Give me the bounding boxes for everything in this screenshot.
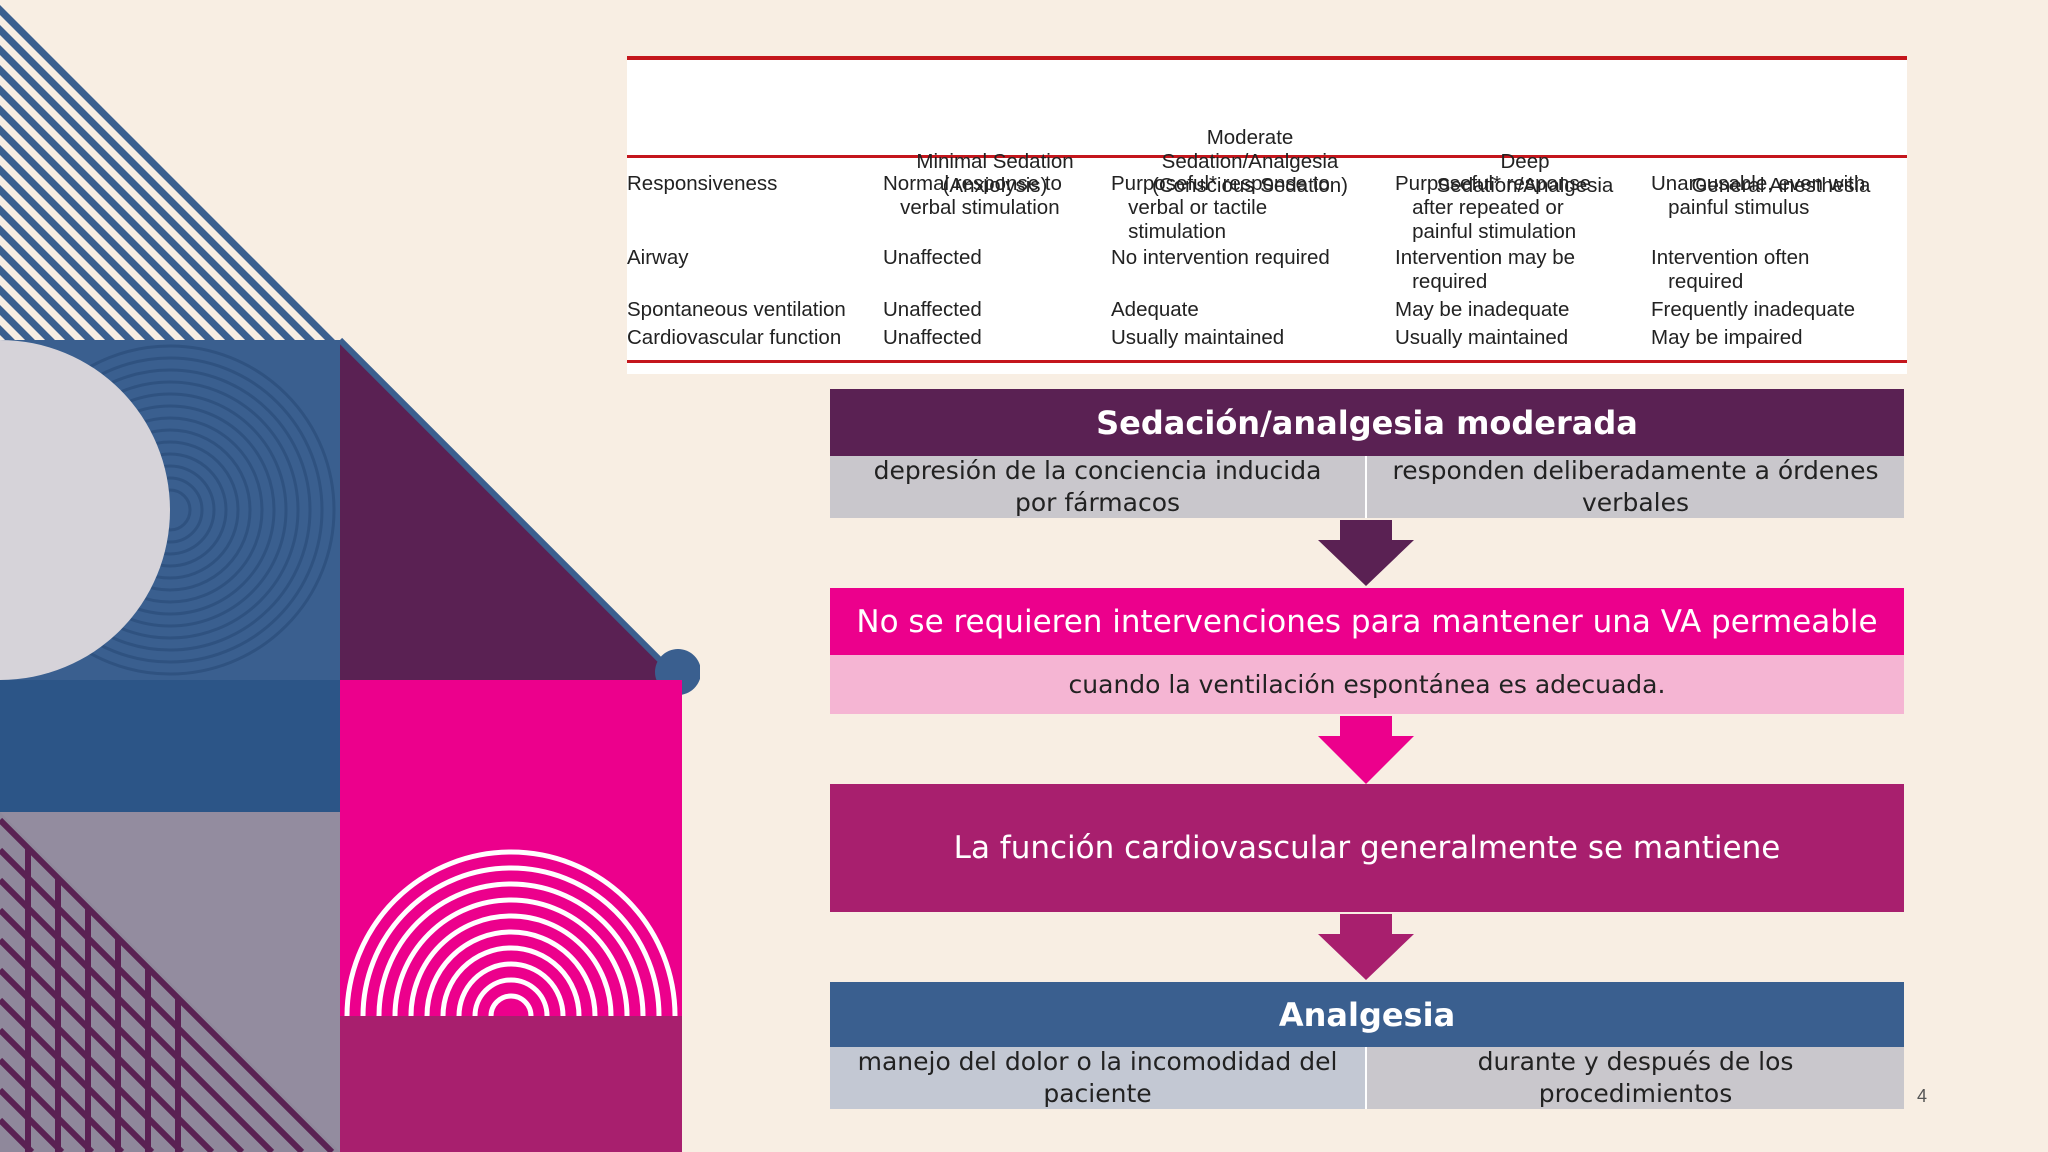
table-cell: Purposeful* response to verbal or tactil… xyxy=(1111,172,1330,243)
airway-sub-box: cuando la ventilación espontánea es adec… xyxy=(830,655,1904,714)
header-moderate-text: Moderate Sedation/Analgesia (Conscious S… xyxy=(1152,126,1348,197)
header-minimal-text: Minimal Sedation (Anxiolysis) xyxy=(916,150,1074,197)
sedation-left-text: depresión de la conciencia inducida por … xyxy=(873,456,1322,517)
table-cell: Unaffected xyxy=(883,298,982,321)
table-cell: May be impaired xyxy=(1651,326,1803,349)
table-cell: May be inadequate xyxy=(1395,298,1570,321)
header-deep-text: Deep Sedation/Analgesia xyxy=(1436,150,1614,197)
airway-title: No se requieren intervenciones para mant… xyxy=(856,603,1878,640)
header-minimal: Minimal Sedation (Anxiolysis) xyxy=(885,76,1105,208)
arrow-down-icon xyxy=(1318,716,1414,784)
table-cell: Intervention may be required xyxy=(1395,246,1576,293)
table-top-rule xyxy=(627,56,1907,60)
table-cell: Intervention often required xyxy=(1651,246,1810,293)
airway-sub-text: cuando la ventilación espontánea es adec… xyxy=(1068,669,1666,699)
analgesia-left-text: manejo del dolor o la incomodidad del pa… xyxy=(857,1047,1338,1108)
analgesia-title-box: Analgesia xyxy=(830,982,1904,1047)
sedation-title: Sedación/analgesia moderada xyxy=(1096,403,1638,442)
arrow-down-icon xyxy=(1318,914,1414,980)
row-label: Responsiveness xyxy=(627,172,778,195)
header-deep: Deep Sedation/Analgesia xyxy=(1395,76,1655,208)
table-cell: No intervention required xyxy=(1111,246,1330,269)
row-label: Cardiovascular function xyxy=(627,326,842,349)
sedation-right-text: responden deliberadamente a órdenes verb… xyxy=(1392,456,1879,517)
row-label: Airway xyxy=(627,246,689,269)
airway-title-box: No se requieren intervenciones para mant… xyxy=(830,588,1904,655)
analgesia-title: Analgesia xyxy=(1278,995,1456,1034)
table-header-rule xyxy=(627,155,1907,158)
analgesia-right-text: durante y después de los procedimientos xyxy=(1477,1047,1794,1108)
sedation-left-box: depresión de la conciencia inducida por … xyxy=(830,456,1367,518)
cardio-box: La función cardiovascular generalmente s… xyxy=(830,784,1904,912)
navy-band xyxy=(0,680,340,812)
berry-block xyxy=(340,1016,682,1152)
header-general-text: General Anesthesia xyxy=(1691,174,1871,197)
table-cell: Frequently inadequate xyxy=(1651,298,1856,321)
table-cell: Unaffected xyxy=(883,326,982,349)
sedation-title-box: Sedación/analgesia moderada xyxy=(830,389,1904,456)
gray-half-circle xyxy=(0,340,170,680)
sedation-right-box: responden deliberadamente a órdenes verb… xyxy=(1367,456,1904,518)
cardio-title: La función cardiovascular generalmente s… xyxy=(953,830,1781,866)
table-cell: Usually maintained xyxy=(1395,326,1569,349)
table-cell: Usually maintained xyxy=(1111,326,1285,349)
analgesia-left-box: manejo del dolor o la incomodidad del pa… xyxy=(830,1047,1367,1109)
table-cell: Purposeful* response after repeated or p… xyxy=(1395,172,1592,243)
sedation-levels-table: Minimal Sedation (Anxiolysis) Moderate S… xyxy=(627,56,1907,374)
table-cell: Unarousable, even with painful stimulus xyxy=(1651,172,1866,219)
header-moderate: Moderate Sedation/Analgesia (Conscious S… xyxy=(1105,76,1395,208)
header-general: General Anesthesia xyxy=(1655,76,1907,208)
table-cell: Normal response to verbal stimulation xyxy=(883,172,1062,219)
decorative-artwork xyxy=(0,0,700,1152)
analgesia-right-box: durante y después de los procedimientos xyxy=(1367,1047,1904,1109)
row-label: Spontaneous ventilation xyxy=(627,298,846,321)
magenta-block xyxy=(340,680,682,1018)
table-cell: Unaffected xyxy=(883,246,982,269)
table-bottom-rule xyxy=(627,360,1907,363)
arrow-down-icon xyxy=(1318,520,1414,586)
page-number: 4 xyxy=(1917,1086,1928,1106)
table-cell: Adequate xyxy=(1111,298,1199,321)
